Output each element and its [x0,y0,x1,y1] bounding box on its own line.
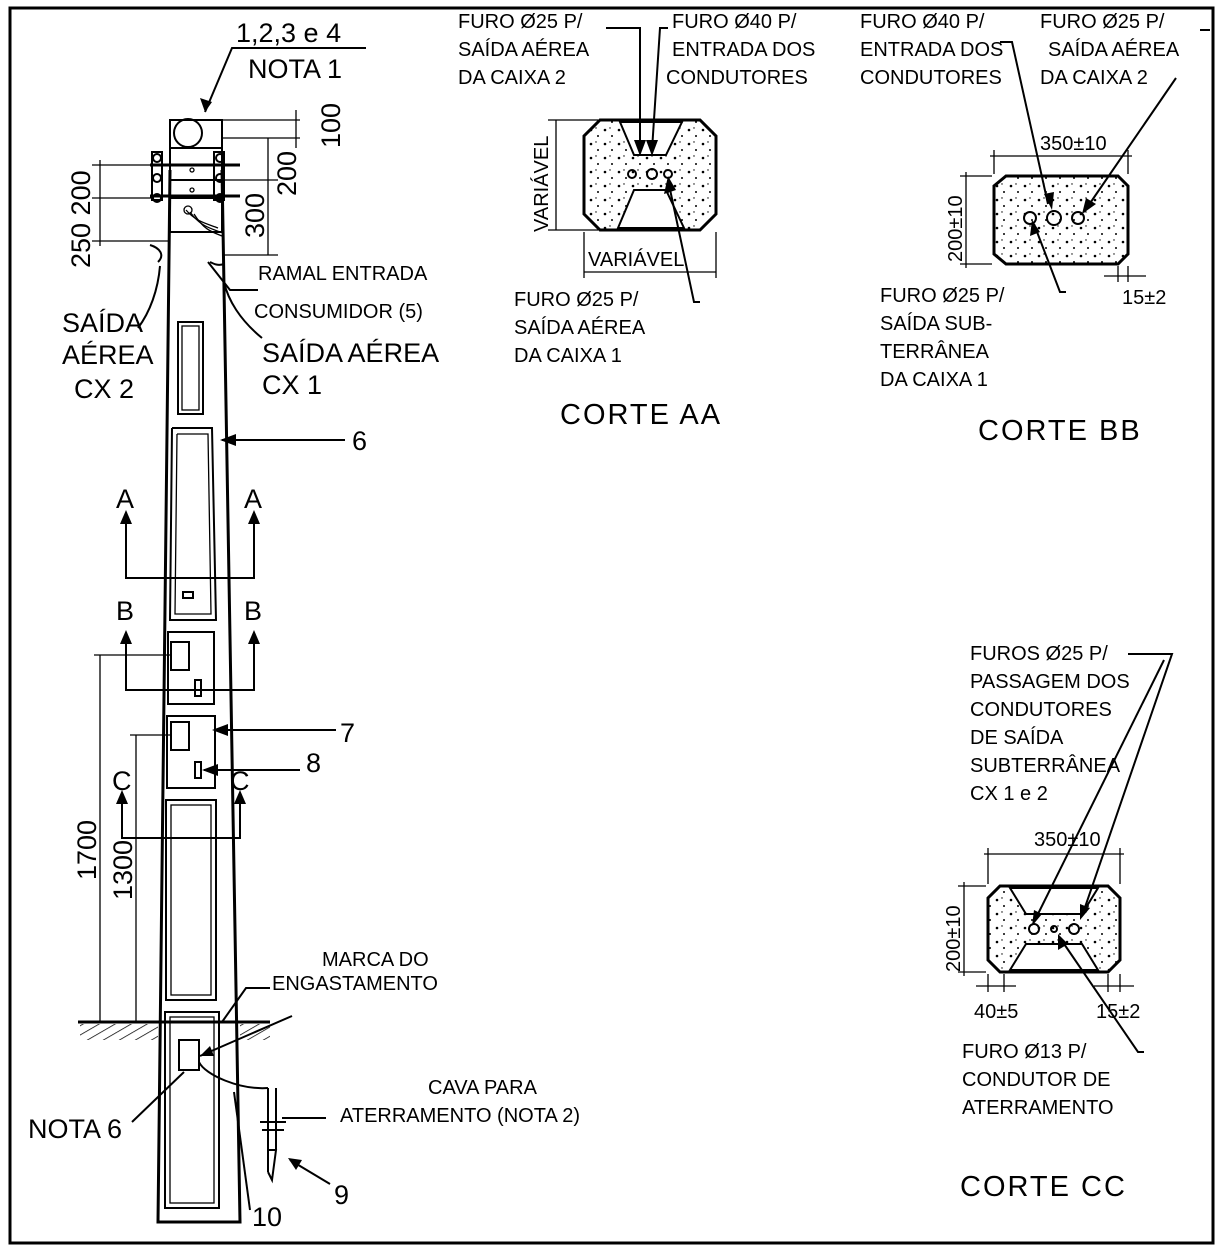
bb-dim-width: 350±10 [1040,133,1107,155]
cc-furos-line2: PASSAGEM DOS [970,671,1130,693]
aa-furo25-top-line3: DA CAIXA 2 [458,67,566,89]
dim-1300: 1300 [108,840,138,900]
section-c-left: C [112,766,132,796]
item-10: 10 [252,1202,282,1232]
saida-cx2-line1: SAÍDA [62,308,143,338]
cc-furo13-line2: CONDUTOR DE [962,1069,1111,1091]
ramal-line1: RAMAL ENTRADA [258,263,428,285]
cc-furo13-line3: ATERRAMENTO [962,1097,1114,1119]
aa-variavel-vertical: VARIÁVEL [530,136,553,232]
aa-title: CORTE AA [560,399,722,431]
bb-furo25-sub-line2: SAÍDA SUB- [880,312,992,335]
aa-furo25-top-line2: SAÍDA AÉREA [458,38,590,61]
aa-furo40-line2: ENTRADA DOS [672,39,815,61]
section-c-right: C [230,766,250,796]
aa-furo25-bot-line3: DA CAIXA 1 [514,345,622,367]
dim-100: 100 [316,103,346,148]
cc-furo13-line1: FURO Ø13 P/ [962,1041,1087,1063]
saida-cx1-line1: SAÍDA AÉREA [262,338,439,368]
dim-300: 300 [240,193,270,238]
bb-furo25-sub-line1: FURO Ø25 P/ [880,285,1005,307]
section-b-right: B [244,596,262,626]
saida-cx2-line2: AÉREA [62,340,154,370]
dim-250-200: 250 200 [66,170,96,268]
pole-top-note-line1: 1,2,3 e 4 [236,18,341,48]
item-8: 8 [306,748,321,778]
cava-line1: CAVA PARA [428,1077,538,1099]
cc-furos-line6: CX 1 e 2 [970,783,1048,805]
section-a-left: A [116,484,134,514]
section-cc: FUROS Ø25 P/ PASSAGEM DOS CONDUTORES DE … [943,643,1174,1203]
marca-line1: MARCA DO [322,949,429,971]
cc-dim-width: 350±10 [1034,829,1101,851]
item-7: 7 [340,718,355,748]
nota-6: NOTA 6 [28,1114,122,1144]
cc-furos-line4: DE SAÍDA [970,726,1064,749]
saida-cx2-line3: CX 2 [74,374,134,404]
bb-furo25-line3: DA CAIXA 2 [1040,67,1148,89]
item-9: 9 [334,1180,349,1210]
saida-cx1-line2: CX 1 [262,370,322,400]
marca-line2: ENGASTAMENTO [272,973,438,995]
ramal-line2: CONSUMIDOR (5) [254,301,423,323]
bb-furo25-line1: FURO Ø25 P/ [1040,11,1165,33]
section-a-right: A [244,484,262,514]
cc-dim-15: 15±2 [1096,1001,1140,1023]
aa-furo25-bot-line1: FURO Ø25 P/ [514,289,639,311]
section-bb: FURO Ø40 P/ ENTRADA DOS CONDUTORES FURO … [860,11,1210,447]
bb-furo40-line3: CONDUTORES [860,67,1002,89]
bb-furo25-sub-line4: DA CAIXA 1 [880,369,988,391]
bb-title: CORTE BB [978,415,1142,447]
aa-furo25-top-line1: FURO Ø25 P/ [458,11,583,33]
cava-line2: ATERRAMENTO (NOTA 2) [340,1105,580,1127]
section-b-left: B [116,596,134,626]
bb-furo25-sub-line3: TERRÂNEA [880,340,990,363]
cc-furos-line5: SUBTERRÂNEA [970,754,1121,777]
cc-dim-height: 200±10 [943,905,965,972]
aa-variavel-horizontal: VARIÁVEL [588,248,684,271]
bb-furo40-line2: ENTRADA DOS [860,39,1003,61]
cc-title: CORTE CC [960,1171,1127,1203]
cc-furos-line1: FUROS Ø25 P/ [970,643,1108,665]
item-6: 6 [352,426,367,456]
pole-top-note-line2: NOTA 1 [248,54,342,84]
cc-dim-40: 40±5 [974,1001,1018,1023]
dim-1700: 1700 [72,820,102,880]
aa-furo40-line3: CONDUTORES [666,67,808,89]
aa-furo40-line1: FURO Ø40 P/ [672,11,797,33]
bb-dim-height: 200±10 [945,195,967,262]
drawing-frame [8,6,1215,1245]
bb-furo25-line2: SAÍDA AÉREA [1048,38,1180,61]
aa-furo25-bot-line2: SAÍDA AÉREA [514,316,646,339]
bb-dim-15: 15±2 [1122,287,1166,309]
pole-elevation: 1,2,3 e 4 NOTA 1 100 200 300 250 200 RAM… [28,18,580,1232]
dim-200-right: 200 [272,151,302,196]
bb-furo40-line1: FURO Ø40 P/ [860,11,985,33]
cc-furos-line3: CONDUTORES [970,699,1112,721]
section-aa: FURO Ø25 P/ SAÍDA AÉREA DA CAIXA 2 FURO … [458,11,815,431]
